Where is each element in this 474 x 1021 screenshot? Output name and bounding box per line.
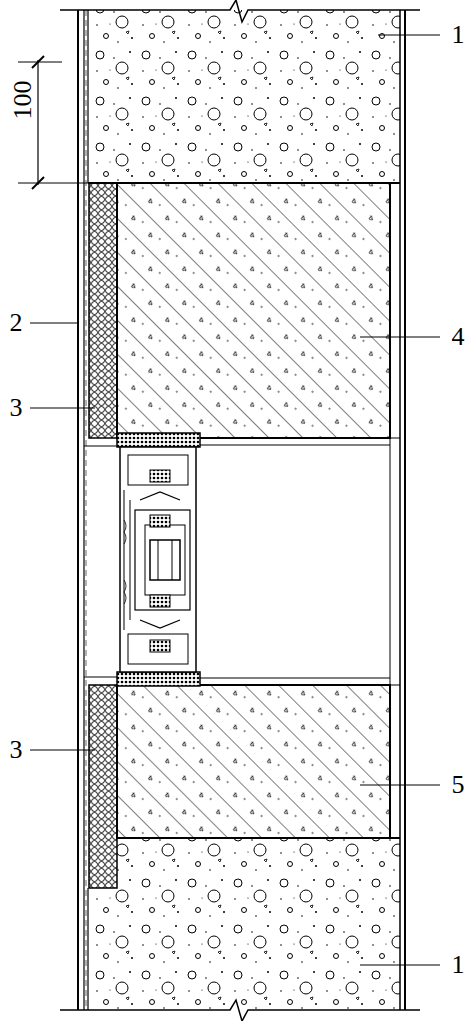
dimension-text: 100 bbox=[9, 81, 35, 120]
callout-number: 3 bbox=[10, 737, 23, 763]
callout-number: 5 bbox=[452, 772, 465, 798]
callout-number: 1 bbox=[452, 22, 465, 48]
callout-number: 3 bbox=[10, 395, 23, 421]
callout-number: 1 bbox=[452, 952, 465, 978]
callout-number: 2 bbox=[10, 310, 23, 336]
callout-number: 4 bbox=[452, 324, 465, 350]
